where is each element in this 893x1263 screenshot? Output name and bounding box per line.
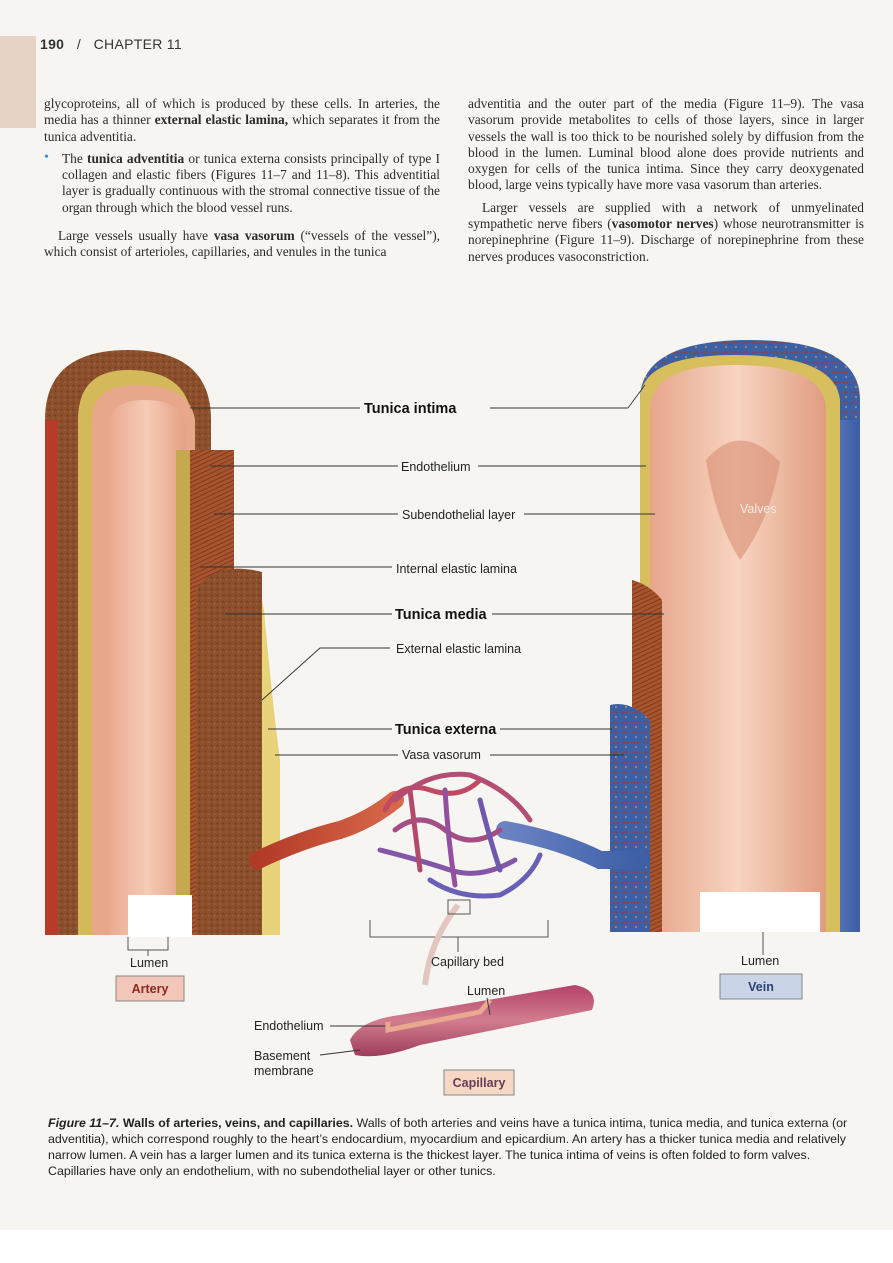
- artery-outer-edge: [45, 420, 58, 935]
- chapter-tab: [0, 36, 36, 128]
- capillary-bed-illustration: [249, 771, 649, 986]
- right-paragraph-2: Larger vessels are supplied with a netwo…: [468, 200, 864, 265]
- artery-cut-intima: [262, 600, 280, 935]
- chapter-title: CHAPTER 11: [93, 36, 182, 52]
- text-run: The: [62, 150, 88, 166]
- capillary-box: Capillary: [443, 1069, 515, 1096]
- vein-lumen-wall: [650, 365, 826, 932]
- capillary-tube: [350, 985, 594, 1057]
- label-tunica-externa: Tunica externa: [395, 722, 497, 738]
- left-column: glycoproteins, all of which is produced …: [44, 96, 440, 267]
- text-run: which separates it from the tunica adven…: [44, 112, 440, 144]
- text-run: (“vessels of the vessel”), which consist…: [44, 228, 440, 260]
- vein-lumen-opening: [700, 892, 820, 932]
- label-lumen-vein: Lumen: [741, 954, 779, 968]
- label-external-elastic-lamina: External elastic lamina: [396, 642, 521, 656]
- capillary-segment-illustration: [350, 985, 594, 1057]
- bold-term: vasomotor nerves: [611, 216, 714, 232]
- label-vasa-vasorum: Vasa vasorum: [402, 748, 481, 762]
- bold-term: vasa vasorum: [213, 228, 295, 244]
- artery-lumen-wall: [108, 400, 186, 935]
- label-internal-elastic-lamina: Internal elastic lamina: [396, 562, 517, 576]
- vein-cut-adventitia: [610, 704, 650, 932]
- label-valves: Valves: [740, 502, 777, 516]
- caption-figure-number: Figure 11–7.: [48, 1116, 120, 1130]
- figure-caption: Figure 11–7. Walls of arteries, veins, a…: [48, 1115, 858, 1179]
- label-capillary-bed: Capillary bed: [431, 955, 504, 969]
- label-tunica-intima: Tunica intima: [364, 401, 457, 417]
- artery-box: Artery: [115, 975, 185, 1002]
- artery-cut-adventitia: [196, 568, 262, 935]
- label-subendothelial-layer: Subendothelial layer: [402, 508, 515, 522]
- text-run: Larger vessels are supplied with a netwo…: [468, 199, 864, 232]
- text-run: or tunica externa consists principally o…: [62, 150, 441, 215]
- left-paragraph-2: Large vessels usually have vasa vasorum …: [44, 228, 440, 261]
- label-lumen-capillary: Lumen: [467, 984, 505, 998]
- label-basement-membrane-2: membrane: [254, 1064, 314, 1078]
- vein-box: Vein: [719, 973, 803, 1000]
- capillary-box-label: Capillary: [453, 1076, 506, 1090]
- right-paragraph-1: adventitia and the outer part of the med…: [468, 96, 864, 194]
- vein-valve: [706, 440, 780, 560]
- label-endothelium-capillary: Endothelium: [254, 1019, 324, 1033]
- text-run: glycoproteins, all of which is produced …: [44, 96, 440, 128]
- label-tunica-media: Tunica media: [395, 607, 488, 623]
- bullet-item-tunica-adventitia: • The tunica adventitia or tunica extern…: [44, 149, 440, 216]
- vein-box-label: Vein: [748, 980, 774, 994]
- bold-term: tunica adventitia: [87, 150, 185, 166]
- page-number: 190: [40, 36, 65, 52]
- bullet-icon: •: [44, 149, 49, 165]
- right-column: adventitia and the outer part of the med…: [468, 96, 864, 271]
- text-run: Large vessels usually have: [58, 228, 214, 244]
- caption-title: Walls of arteries, veins, and capillarie…: [122, 1116, 354, 1130]
- label-endothelium: Endothelium: [401, 460, 471, 474]
- artery-box-label: Artery: [132, 982, 169, 996]
- artery-lumen-opening: [128, 895, 192, 937]
- text-run: ) whose neurotransmitter is norepinephri…: [468, 216, 864, 264]
- caption-text: Walls of both arteries and veins have a …: [48, 1116, 848, 1178]
- page-bottom-margin: [0, 1230, 893, 1263]
- left-paragraph-1: glycoproteins, all of which is produced …: [44, 96, 440, 145]
- artery-illustration: [45, 350, 280, 956]
- vessel-wall-figure: Tunica intima Endothelium Subendothelial…: [45, 340, 860, 1096]
- leader-lines: [190, 384, 664, 1056]
- text-run: adventitia and the outer part of the med…: [468, 96, 864, 193]
- label-lumen-artery: Lumen: [130, 956, 168, 970]
- page-header: 190 / CHAPTER 11: [40, 36, 182, 52]
- bullet-text: The tunica adventitia or tunica externa …: [62, 151, 440, 216]
- vein-illustration: [610, 340, 860, 955]
- bold-term: external elastic lamina,: [154, 112, 289, 128]
- label-basement-membrane-1: Basement: [254, 1049, 311, 1063]
- header-separator: /: [76, 36, 82, 52]
